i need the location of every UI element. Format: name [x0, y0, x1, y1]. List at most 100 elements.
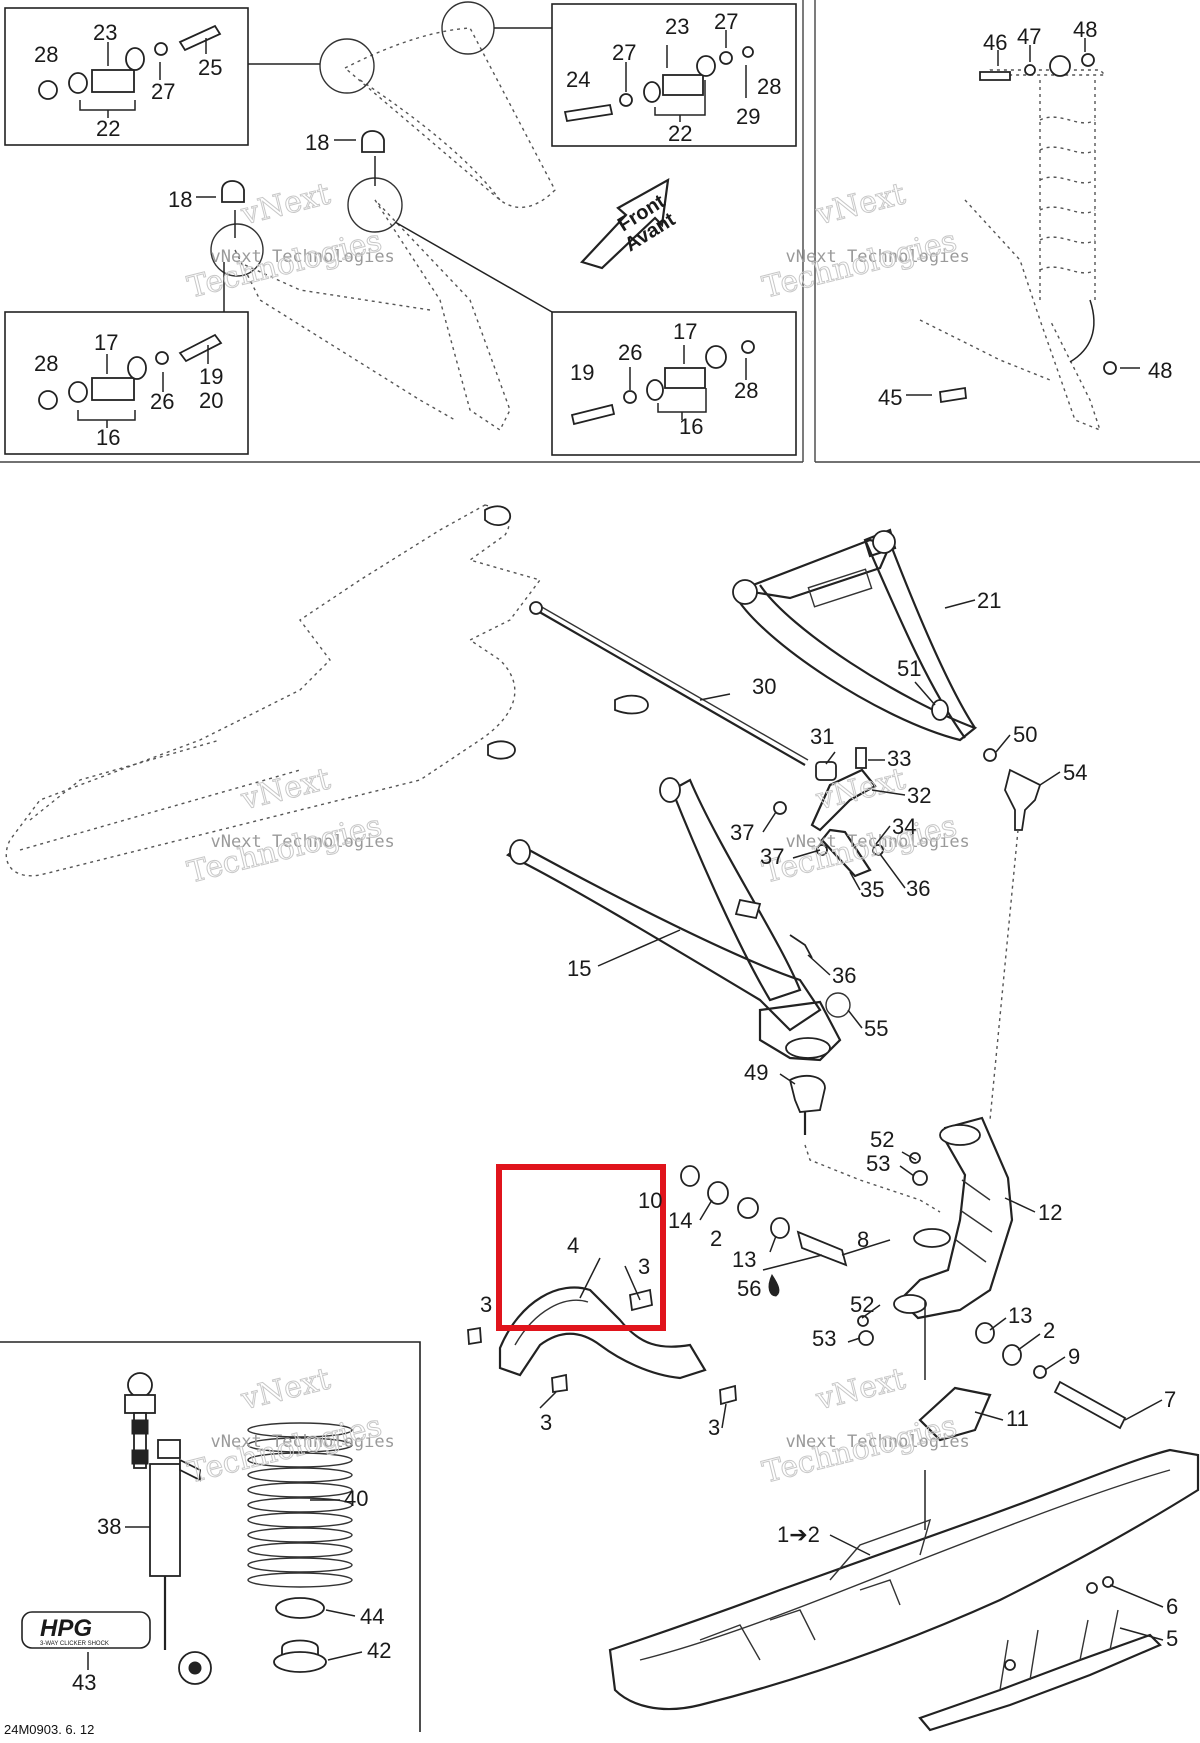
bolt-icon — [979, 71, 1011, 81]
spring-coil — [247, 1542, 353, 1558]
nut-icon — [742, 46, 754, 58]
coil-spring-40 — [247, 1422, 353, 1588]
spring-coil — [247, 1512, 353, 1528]
callout-5: 5 — [1166, 1626, 1178, 1651]
bolt-36 — [789, 934, 813, 959]
bushing-sleeve-icon — [91, 69, 135, 93]
nut-icon — [38, 390, 58, 410]
callout-26: 26 — [618, 340, 642, 365]
callout-19: 19 — [570, 360, 594, 385]
bolt-3 — [467, 1326, 482, 1346]
callout-10: 10 — [638, 1188, 662, 1213]
callout-3: 3 — [708, 1415, 720, 1440]
nut-53 — [912, 1170, 928, 1186]
nut-icon — [741, 340, 755, 354]
spring-coil — [247, 1527, 353, 1543]
shock-top-eye — [1049, 55, 1071, 77]
ski-runner — [918, 1609, 1162, 1732]
callout-21: 21 — [977, 588, 1001, 613]
watermark-line-3: Technologies — [184, 808, 385, 890]
callout-27: 27 — [612, 40, 636, 65]
nut-37 — [773, 801, 787, 815]
callout-48: 48 — [1073, 17, 1097, 42]
highlight-box-part-4 — [496, 1164, 666, 1331]
nut-37 — [816, 844, 828, 856]
grease-drop-56 — [768, 1273, 780, 1297]
callout-20: 20 — [199, 388, 223, 413]
callout-3: 3 — [638, 1254, 650, 1279]
callout-51: 51 — [897, 656, 921, 681]
steering-ball-joint — [484, 505, 511, 526]
bushing-sleeve-icon — [662, 74, 704, 96]
spring-coil — [247, 1482, 353, 1498]
watermark-line-1: vNext — [237, 762, 334, 818]
spring-retainer-42 — [273, 1651, 327, 1673]
callout-36: 36 — [832, 963, 856, 988]
callout-47: 47 — [1017, 24, 1041, 49]
spacer-13 — [975, 1322, 995, 1344]
callout-53: 53 — [866, 1151, 890, 1176]
callout-45: 45 — [878, 385, 902, 410]
axis-line — [989, 829, 1019, 1121]
callout-8: 8 — [857, 1227, 869, 1252]
spring-coil — [247, 1437, 353, 1453]
leader-lines — [87, 599, 1164, 1670]
callout-28: 28 — [34, 42, 58, 67]
callout-46: 46 — [983, 30, 1007, 55]
logo-subtitle: 3-WAY CLICKER SHOCK — [40, 1641, 109, 1647]
nut-53 — [858, 1330, 874, 1346]
callout-28: 28 — [734, 378, 758, 403]
bolt-icon — [563, 103, 614, 123]
washer-icon — [719, 51, 733, 65]
bolt-3 — [551, 1373, 568, 1394]
washer-9 — [1033, 1365, 1047, 1379]
callout-37: 37 — [760, 844, 784, 869]
ball-joint-54 — [1004, 768, 1042, 831]
callout-27: 27 — [151, 79, 175, 104]
ball-joint-49 — [788, 1074, 826, 1113]
callout-19: 19 — [199, 364, 223, 389]
callout-56: 56 — [737, 1276, 761, 1301]
callout-25: 25 — [198, 55, 222, 80]
bushing-sleeve-icon — [664, 367, 706, 389]
logo-text: HPG — [40, 1615, 92, 1642]
bushing-callout-circle — [319, 38, 375, 94]
nut-6 — [1086, 1582, 1098, 1594]
bushing-cap-icon — [696, 55, 716, 77]
circlip-55 — [825, 992, 851, 1018]
bolt-3 — [719, 1384, 737, 1406]
callout-23: 23 — [665, 14, 689, 39]
callout-12: 12 — [1038, 1200, 1062, 1225]
bushing-kit-box-bottom-left: 28 17 19 20 26 16 — [4, 311, 249, 455]
watermark-line-1: vNext — [812, 177, 909, 233]
callout-42: 42 — [367, 1638, 391, 1663]
ring-50 — [983, 748, 997, 762]
bushing-kit-box-top-left: 28 23 27 25 22 — [4, 7, 249, 146]
spring-coil — [247, 1452, 353, 1468]
bolt-icon — [178, 24, 222, 52]
callout-31: 31 — [810, 724, 834, 749]
callout-50: 50 — [1013, 722, 1037, 747]
callout-2: 2 — [710, 1226, 722, 1251]
callout-49: 49 — [744, 1060, 768, 1085]
hpg-shock-logo: HPG 3-WAY CLICKER SHOCK — [21, 1611, 151, 1649]
callout-33: 33 — [887, 746, 911, 771]
callout-32: 32 — [907, 783, 931, 808]
watermark-line-2: vNext Technologies — [211, 832, 395, 852]
callout-18: 18 — [168, 187, 192, 212]
callout-34: 34 — [892, 814, 916, 839]
callout-18: 18 — [305, 130, 329, 155]
callout-40: 40 — [344, 1486, 368, 1511]
steering-ball-joint — [614, 694, 649, 715]
callout-27: 27 — [714, 9, 738, 34]
upper-a-arm-ghost — [210, 1, 556, 432]
callout-44: 44 — [360, 1604, 384, 1629]
ski-wear-adapter-11 — [918, 1386, 992, 1442]
watermark-line-2: vNext Technologies — [211, 1432, 395, 1452]
washer-2 — [1002, 1344, 1022, 1366]
callout-1-to-2: 1➔2 — [777, 1522, 820, 1547]
spring-coil — [247, 1422, 353, 1438]
